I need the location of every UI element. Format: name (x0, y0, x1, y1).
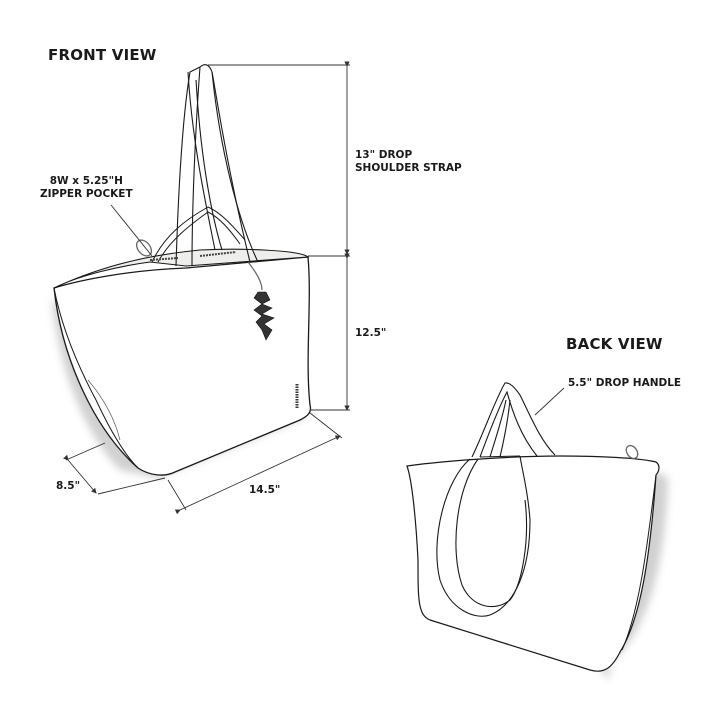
strap-drop-label: 13" DROP SHOULDER STRAP (355, 149, 462, 175)
front-view-title: FRONT VIEW (48, 46, 157, 64)
drop-handle (471, 382, 556, 458)
keychain-icon (247, 261, 263, 291)
shoulder-strap (175, 64, 259, 267)
back-bag-body (406, 455, 660, 672)
back-view-title: BACK VIEW (566, 335, 663, 353)
front-bag-illustration (52, 64, 312, 478)
zipper-pull-ring (135, 239, 153, 257)
width-dimension-label: 14.5" (249, 484, 281, 496)
back-zipper-pull-ring (625, 444, 639, 460)
front-bag-body (53, 256, 312, 476)
strap-drop-size: 13" DROP (355, 149, 413, 161)
pocket-label-name: ZIPPER POCKET (40, 188, 133, 200)
height-dimension-label: 12.5" (355, 327, 387, 339)
front-bag-opening (53, 248, 310, 289)
strap-drop-name: SHOULDER STRAP (355, 162, 462, 174)
inner-handles (151, 206, 246, 263)
pocket-label-size: 8W x 5.25"H (49, 175, 123, 187)
back-shoulder-strap (436, 455, 531, 617)
front-dimension-lines (63, 61, 350, 515)
handle-drop-label: 5.5" DROP HANDLE (568, 377, 682, 389)
back-bag-illustration (406, 382, 668, 680)
pocket-label: 8W x 5.25"H ZIPPER POCKET (40, 175, 133, 201)
depth-dimension-label: 8.5" (56, 480, 81, 492)
